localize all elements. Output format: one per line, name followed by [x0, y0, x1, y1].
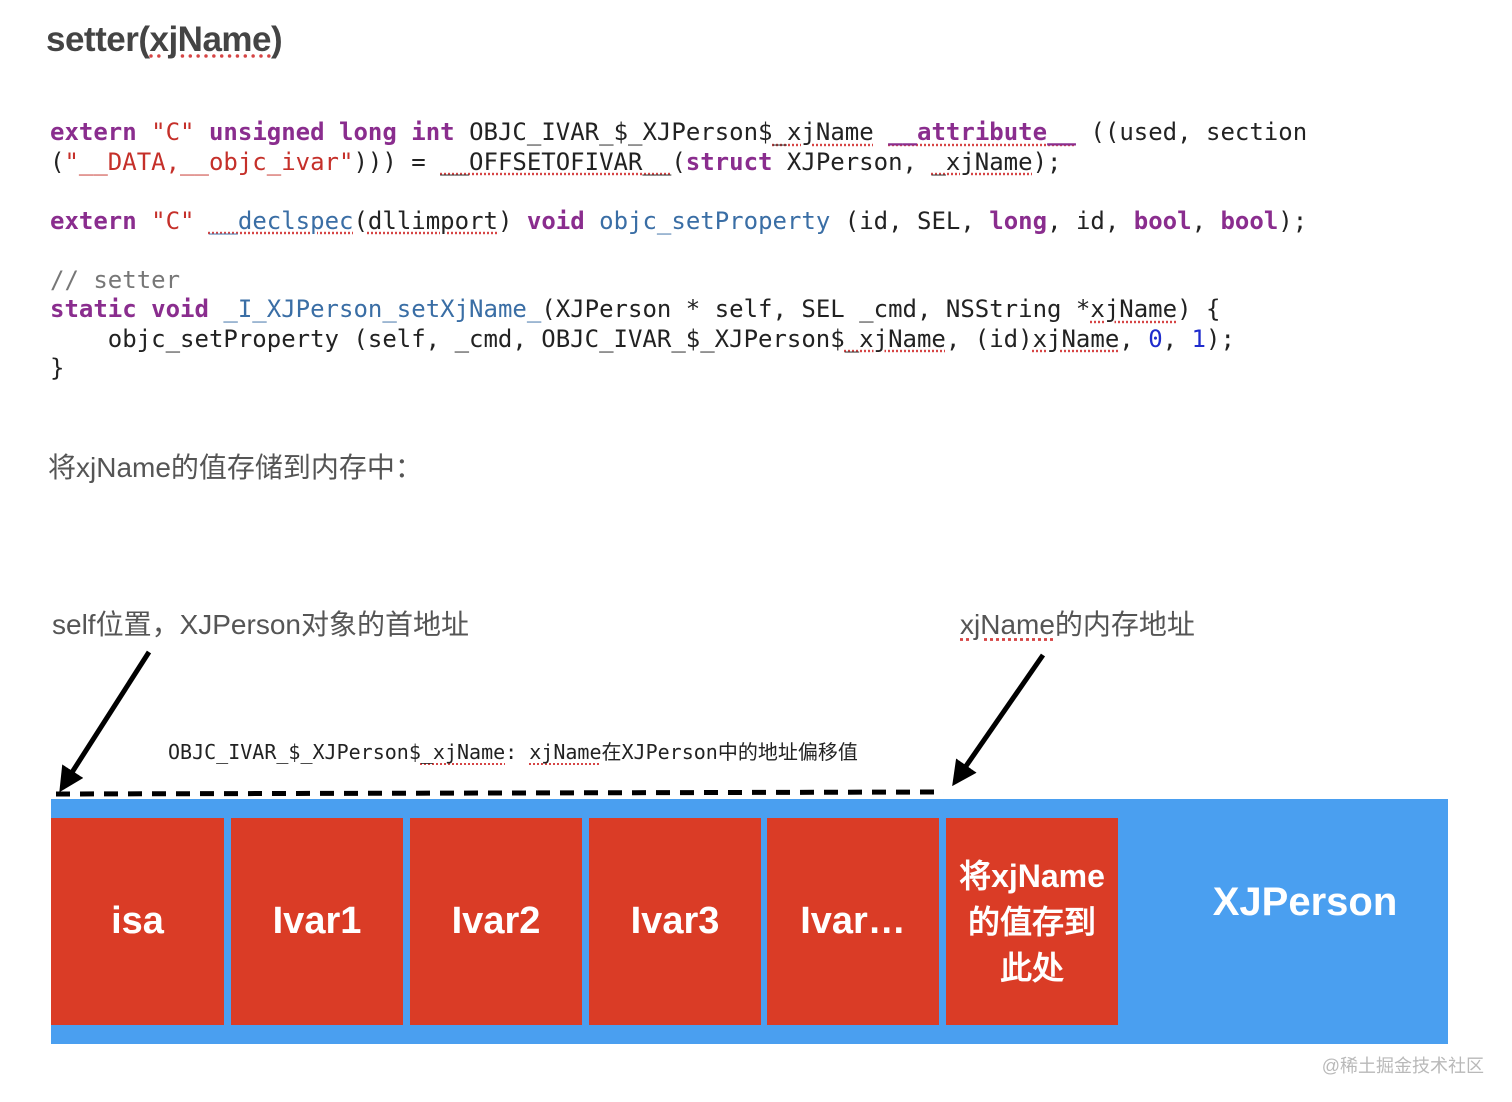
cell-ivar-more: Ivar…	[767, 818, 939, 1025]
cell-ivar3: Ivar3	[589, 818, 761, 1025]
code-line-3: extern "C" __declspec(dllimport) void ob…	[50, 206, 1308, 235]
self-pointer-arrow	[59, 650, 152, 793]
watermark: @稀土掘金技术社区	[1321, 1056, 1484, 1076]
target-line-1: 将xjName	[959, 857, 1105, 894]
code-line-2: ("__DATA,__objc_ivar"))) = __OFFSETOFIVA…	[50, 147, 1062, 176]
xjname-address-label: xjName的内存地址	[960, 609, 1195, 640]
cell-isa: isa	[51, 818, 224, 1025]
cell-xjname-target: 将xjName 的值存到此处	[946, 818, 1118, 1025]
code-line-7: }	[50, 354, 65, 382]
target-line-3: 此处	[999, 949, 1064, 986]
cell-ivar1: Ivar1	[231, 818, 403, 1025]
code-line-1: extern "C" unsigned long int OBJC_IVAR_$…	[50, 118, 1308, 146]
offset-label: OBJC_IVAR_$_XJPerson$_xjName: xjName在XJP…	[168, 740, 858, 764]
page-title: setter(xjName)	[46, 20, 283, 59]
xjname-pointer-arrow	[952, 653, 1046, 787]
object-name: XJPerson	[1212, 880, 1398, 924]
target-line-2: 的值存到	[967, 903, 1096, 940]
code-line-6: objc_setProperty (self, _cmd, OBJC_IVAR_…	[50, 324, 1235, 353]
code-block: extern "C" unsigned long int OBJC_IVAR_$…	[50, 118, 1490, 384]
code-line-4: // setter	[50, 265, 181, 294]
storage-note: 将xjName的值存储到内存中：	[48, 452, 423, 483]
offset-dashed-line	[55, 789, 945, 797]
cell-ivar2: Ivar2	[410, 818, 582, 1025]
code-line-5: static void _I_XJPerson_setXjName_(XJPer…	[50, 295, 1221, 323]
self-address-label: self位置，XJPerson对象的首地址	[52, 609, 469, 640]
